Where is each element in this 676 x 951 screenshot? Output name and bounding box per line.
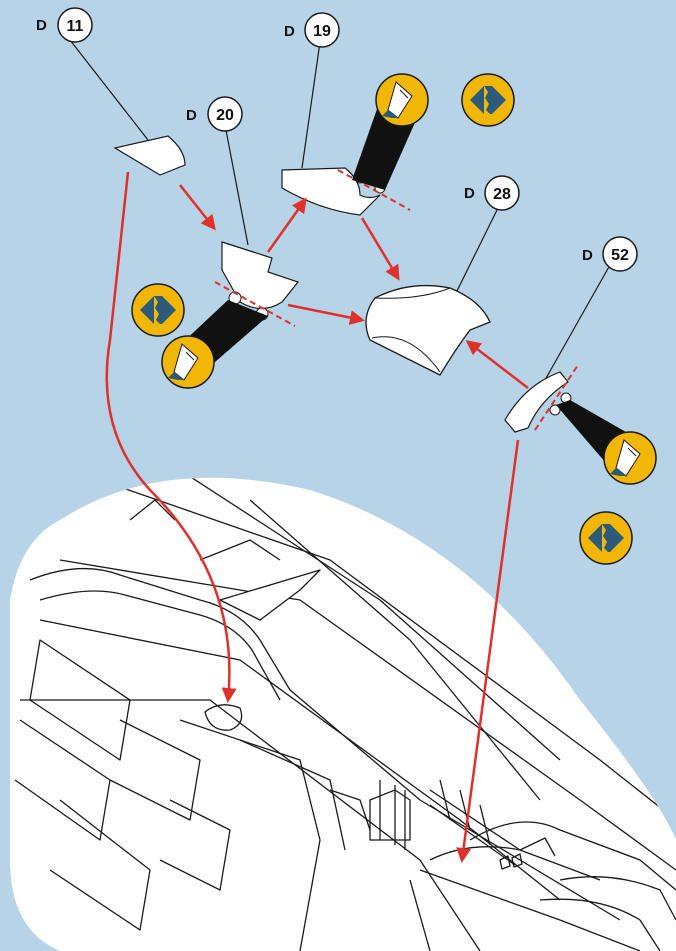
part-number: 28 xyxy=(493,186,511,203)
file-sand-icon-3 xyxy=(580,512,632,564)
arrow-d20-to-d19 xyxy=(268,200,305,252)
arrow-d52-to-d28 xyxy=(468,342,528,388)
craft-knife-icon-1 xyxy=(376,74,428,126)
part-number: 52 xyxy=(611,247,629,264)
craft-knife-icon-3 xyxy=(604,432,656,484)
part-callout-d19: D 19 xyxy=(284,13,339,47)
arrow-d19-to-d28 xyxy=(362,218,398,278)
part-callout-d28: D 28 xyxy=(464,176,519,210)
craft-knife-icon-2 xyxy=(162,336,214,388)
part-callout-d11: D 11 xyxy=(36,8,92,42)
part-letter: D xyxy=(582,247,593,264)
part-callout-d20: D 20 xyxy=(186,97,242,131)
arrow-d11-to-d20 xyxy=(180,185,214,228)
part-letter: D xyxy=(186,107,197,124)
file-sand-icon-2 xyxy=(132,284,184,336)
part-number: 11 xyxy=(67,18,84,35)
part-letter: D xyxy=(36,17,47,34)
part-letter: D xyxy=(464,185,475,202)
part-number: 20 xyxy=(216,107,234,124)
arrow-d20-to-d28 xyxy=(288,305,362,320)
part-d52-shape xyxy=(505,372,571,432)
part-callout-d52: D 52 xyxy=(582,237,637,271)
part-letter: D xyxy=(284,23,295,40)
part-d11-shape xyxy=(115,136,185,175)
fuselage-drawing xyxy=(10,470,676,951)
part-number: 19 xyxy=(313,23,331,40)
part-d28-shape xyxy=(366,286,490,375)
file-sand-icon-1 xyxy=(462,74,514,126)
